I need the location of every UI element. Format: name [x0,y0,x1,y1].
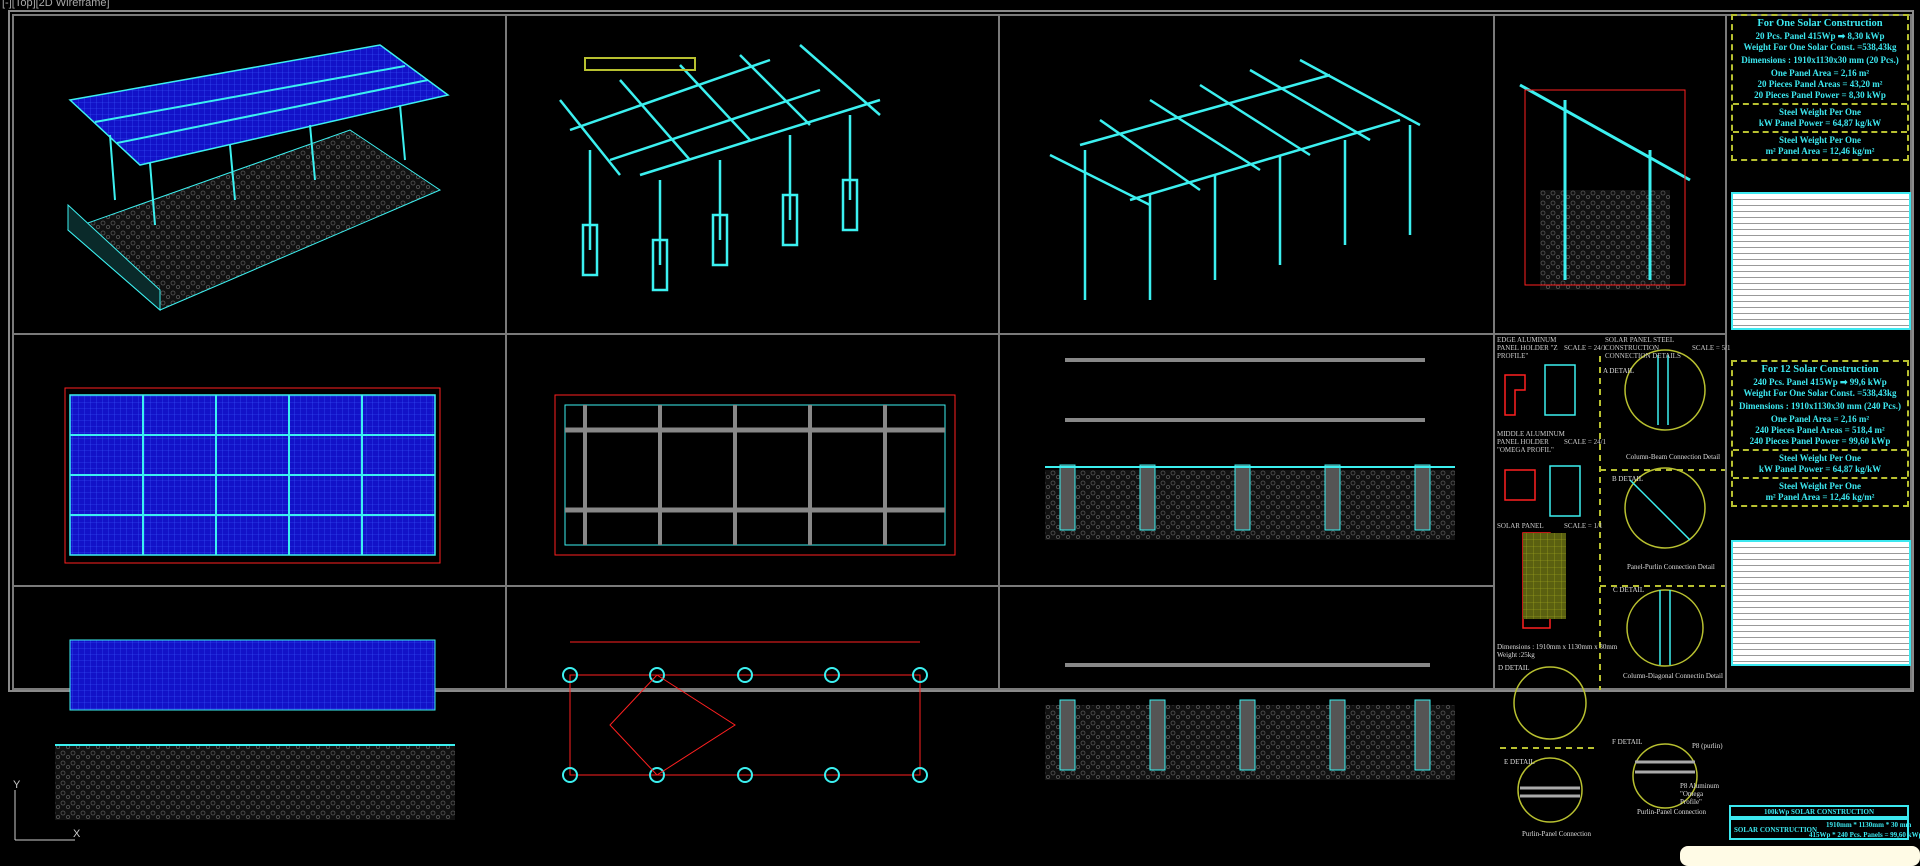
f-omega-label: P8 Aluminum "Omega Profile" [1680,782,1720,806]
panel-weight: Weight :25kg [1497,651,1535,659]
edge-holder-scale: SCALE = 24/1 [1564,344,1607,352]
viewport-label[interactable]: [-][Top][2D Wireframe] [2,0,110,9]
info-one-steel-m2-1: Steel Weight Per One [1779,134,1861,145]
f-detail-caption: Purlin-Panel Connection [1637,808,1707,816]
solar-panel-title: SOLAR PANEL [1497,522,1544,530]
info-one-panels: 20 Pcs. Panel 415Wp ➡ 8,30 kWp [1755,30,1885,41]
info-twelve-panels: 240 Pcs. Panel 415Wp ➡ 99,6 kWp [1753,376,1887,387]
a-detail-label: A DETAIL [1603,367,1635,375]
c-detail-label: C DETAIL [1613,586,1645,594]
info-twelve-panel-area: One Panel Area = 2,16 m² [1770,413,1870,424]
panel-dimensions: Dimensions : 1910mm x 1130mm x 30mm [1497,643,1618,651]
middle-holder-title: MIDDLE ALUMINUM PANEL HOLDER "OMEGA PROF… [1497,430,1565,455]
title-block-project: 100kWp SOLAR CONSTRUCTION [1729,805,1909,818]
info-twelve-pieces-area: 240 Pieces Panel Areas = 518,4 m² [1755,424,1885,435]
b-detail-caption: Panel-Purlin Connection Detail [1627,563,1715,571]
foundation-plan [569,641,921,776]
steel-details-scale: SCALE = 5/1 [1692,344,1731,352]
info-one-dimensions: Dimensions : 1910x1130x30 mm (20 Pcs.) [1741,54,1899,65]
iso-steel-frame [559,44,881,292]
f-purlin-label: P8 (purlin) [1692,742,1723,750]
section-drawing [1519,83,1691,290]
info-one-steel-kw-1: Steel Weight Per One [1779,106,1861,117]
d-detail-label: D DETAIL [1498,664,1530,672]
info-twelve-steel-m2-2: m² Panel Area = 12,46 kg/m² [1765,491,1875,502]
info-one-panel-area: One Panel Area = 2,16 m² [1770,67,1870,78]
steel-weight-table-one [1731,192,1911,330]
spec-power: 415Wp * 240 Pcs. Panels = 99,60 kWp [1809,831,1920,839]
info-twelve-weight: Weight For One Solar Const. =538,43kg [1743,387,1897,398]
e-detail-caption: Purlin-Panel Connection [1522,830,1592,838]
info-twelve-steel-kw-1: Steel Weight Per One [1779,452,1861,463]
steel-details-title: SOLAR PANEL STEEL CONSTRUCTION CONNECTIO… [1605,336,1681,361]
detail-circles [1513,349,1706,823]
info-one-steel-kw-2: kW Panel Power = 64,87 kg/kW [1758,117,1882,128]
drawing-frame [8,10,1914,692]
svg-text:Y: Y [13,779,21,791]
info-twelve-pieces-power: 240 Pieces Panel Power = 99,60 kWp [1749,435,1891,446]
steel-weight-table-twelve [1731,540,1911,666]
spec-dimensions: 1910mm * 1130mm * 30 mm [1826,821,1912,829]
side-frame-elevation [1045,358,1455,540]
tooltip-popup [1680,846,1920,866]
iso-steel-frame-2 [1049,58,1421,300]
info-twelve-steel-kw-2: kW Panel Power = 64,87 kg/kW [1758,463,1882,474]
info-box-one-construction: For One Solar Construction 20 Pcs. Panel… [1731,14,1909,162]
info-one-pieces-area: 20 Pieces Panel Areas = 43,20 m² [1757,78,1883,89]
info-twelve-title: For 12 Solar Construction [1761,364,1879,375]
info-twelve-steel-m2-1: Steel Weight Per One [1779,480,1861,491]
ucs-icon: Y X [13,779,81,841]
top-frame-plan [554,394,956,556]
title-block-details: SOLAR CONSTRUCTION 1910mm * 1130mm * 30 … [1729,818,1920,840]
a-detail-caption: Column-Beam Connection Detail [1626,453,1721,461]
project-title: 100kWp SOLAR CONSTRUCTION [1763,808,1875,816]
info-one-pieces-power: 20 Pieces Panel Power = 8,30 kWp [1754,89,1886,100]
svg-text:X: X [73,828,81,840]
info-twelve-dimensions: Dimensions : 1910x1130x30 mm (240 Pcs.) [1739,400,1901,411]
info-one-weight: Weight For One Solar Const. =538,43kg [1743,41,1897,52]
f-detail-label: F DETAIL [1612,738,1643,746]
e-detail-label: E DETAIL [1504,758,1535,766]
iso-panel-array [67,44,450,312]
edge-holder-title: EDGE ALUMINUM PANEL HOLDER "Z PROFILE" [1497,336,1558,361]
info-one-steel-m2-2: m² Panel Area = 12,46 kg/m² [1765,145,1875,156]
info-box-twelve-constructions: For 12 Solar Construction 240 Pcs. Panel… [1731,360,1909,508]
info-one-title: For One Solar Construction [1757,18,1883,29]
front-frame-elevation [1045,663,1455,780]
c-detail-caption: Column-Diagonal Connectin Detail [1623,672,1723,680]
front-panel-array [69,639,436,711]
middle-holder-scale: SCALE = 24/1 [1564,438,1607,446]
solar-panel-drawing [1523,533,1566,619]
solar-panel-scale: SCALE = 1/1 [1564,522,1603,530]
drawing-name: SOLAR CONSTRUCTION [1734,826,1818,834]
b-detail-label: B DETAIL [1612,475,1644,483]
